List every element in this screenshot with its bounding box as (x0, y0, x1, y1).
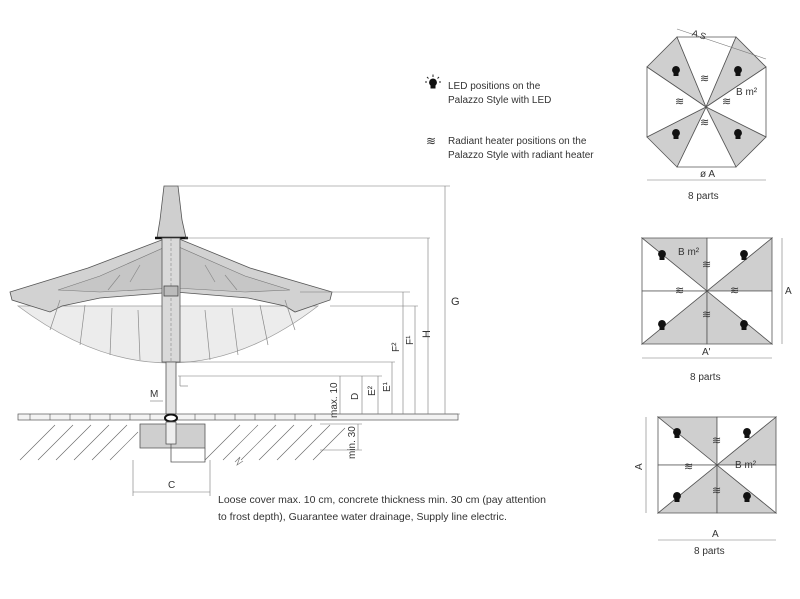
dim-d: D (350, 393, 361, 400)
legend-led-line2: Palazzo Style with LED (448, 95, 552, 106)
octagon-diameter-label: ø A (700, 169, 715, 180)
svg-text:≋: ≋ (675, 96, 684, 108)
umbrella-section-drawing: G H F¹ F² E¹ E² D max. 10 min. 30 M C (9, 185, 460, 496)
square-height-label: A (634, 463, 645, 470)
svg-text:≋: ≋ (702, 309, 711, 321)
installation-note-line1: Loose cover max. 10 cm, concrete thickne… (218, 494, 546, 506)
dim-g: G (451, 296, 460, 308)
dim-h: H (421, 330, 433, 338)
square-parts-label: 8 parts (694, 546, 725, 557)
dim-e1: E¹ (382, 381, 393, 392)
dim-e2: E² (367, 385, 378, 396)
rectangle-plan: ≋ ≋ ≋ ≋ B m² A A' 8 parts (640, 237, 792, 383)
dim-f1: F¹ (405, 335, 416, 345)
square-width-label: A (712, 529, 719, 540)
octagon-area-label: B m² (736, 87, 758, 98)
svg-text:≋: ≋ (712, 485, 721, 497)
square-area-label: B m² (735, 460, 757, 471)
rectangle-width-label: A' (702, 347, 711, 358)
installation-note-line2: to frost depth), Guarantee water drainag… (218, 511, 507, 523)
svg-text:≋: ≋ (675, 285, 684, 297)
installation-note: Loose cover max. 10 cm, concrete thickne… (218, 492, 558, 526)
dim-c: C (168, 480, 175, 491)
octagon-plan: ≋ ≋ ≋ ≋ B m² A S ø A 8 parts (646, 28, 767, 202)
octagon-edge-label: A S (691, 28, 707, 42)
legend-bulb-icon (425, 74, 441, 89)
legend-heater-line1: Radiant heater positions on the (448, 136, 587, 147)
svg-text:≋: ≋ (702, 259, 711, 271)
legend-heater-icon: ≋ (426, 134, 437, 148)
svg-text:≋: ≋ (700, 117, 709, 129)
legend-led-line1: LED positions on the (448, 81, 541, 92)
dim-m: M (150, 389, 158, 400)
rectangle-parts-label: 8 parts (690, 372, 721, 383)
dim-f2: F² (391, 342, 402, 352)
rectangle-area-label: B m² (678, 247, 700, 258)
svg-text:≋: ≋ (712, 435, 721, 447)
ground-paving (17, 413, 459, 421)
dim-min30: min. 30 (347, 426, 358, 459)
rectangle-height-label: A (785, 286, 792, 297)
svg-text:≋: ≋ (684, 461, 693, 473)
legend-heater-line2: Palazzo Style with radiant heater (448, 150, 594, 161)
dim-max10: max. 10 (329, 382, 340, 418)
svg-text:≋: ≋ (700, 73, 709, 85)
svg-text:≋: ≋ (730, 285, 739, 297)
svg-text:≋: ≋ (722, 96, 731, 108)
square-plan: ≋ ≋ ≋ B m² A A 8 parts (634, 416, 778, 557)
octagon-parts-label: 8 parts (688, 191, 719, 202)
